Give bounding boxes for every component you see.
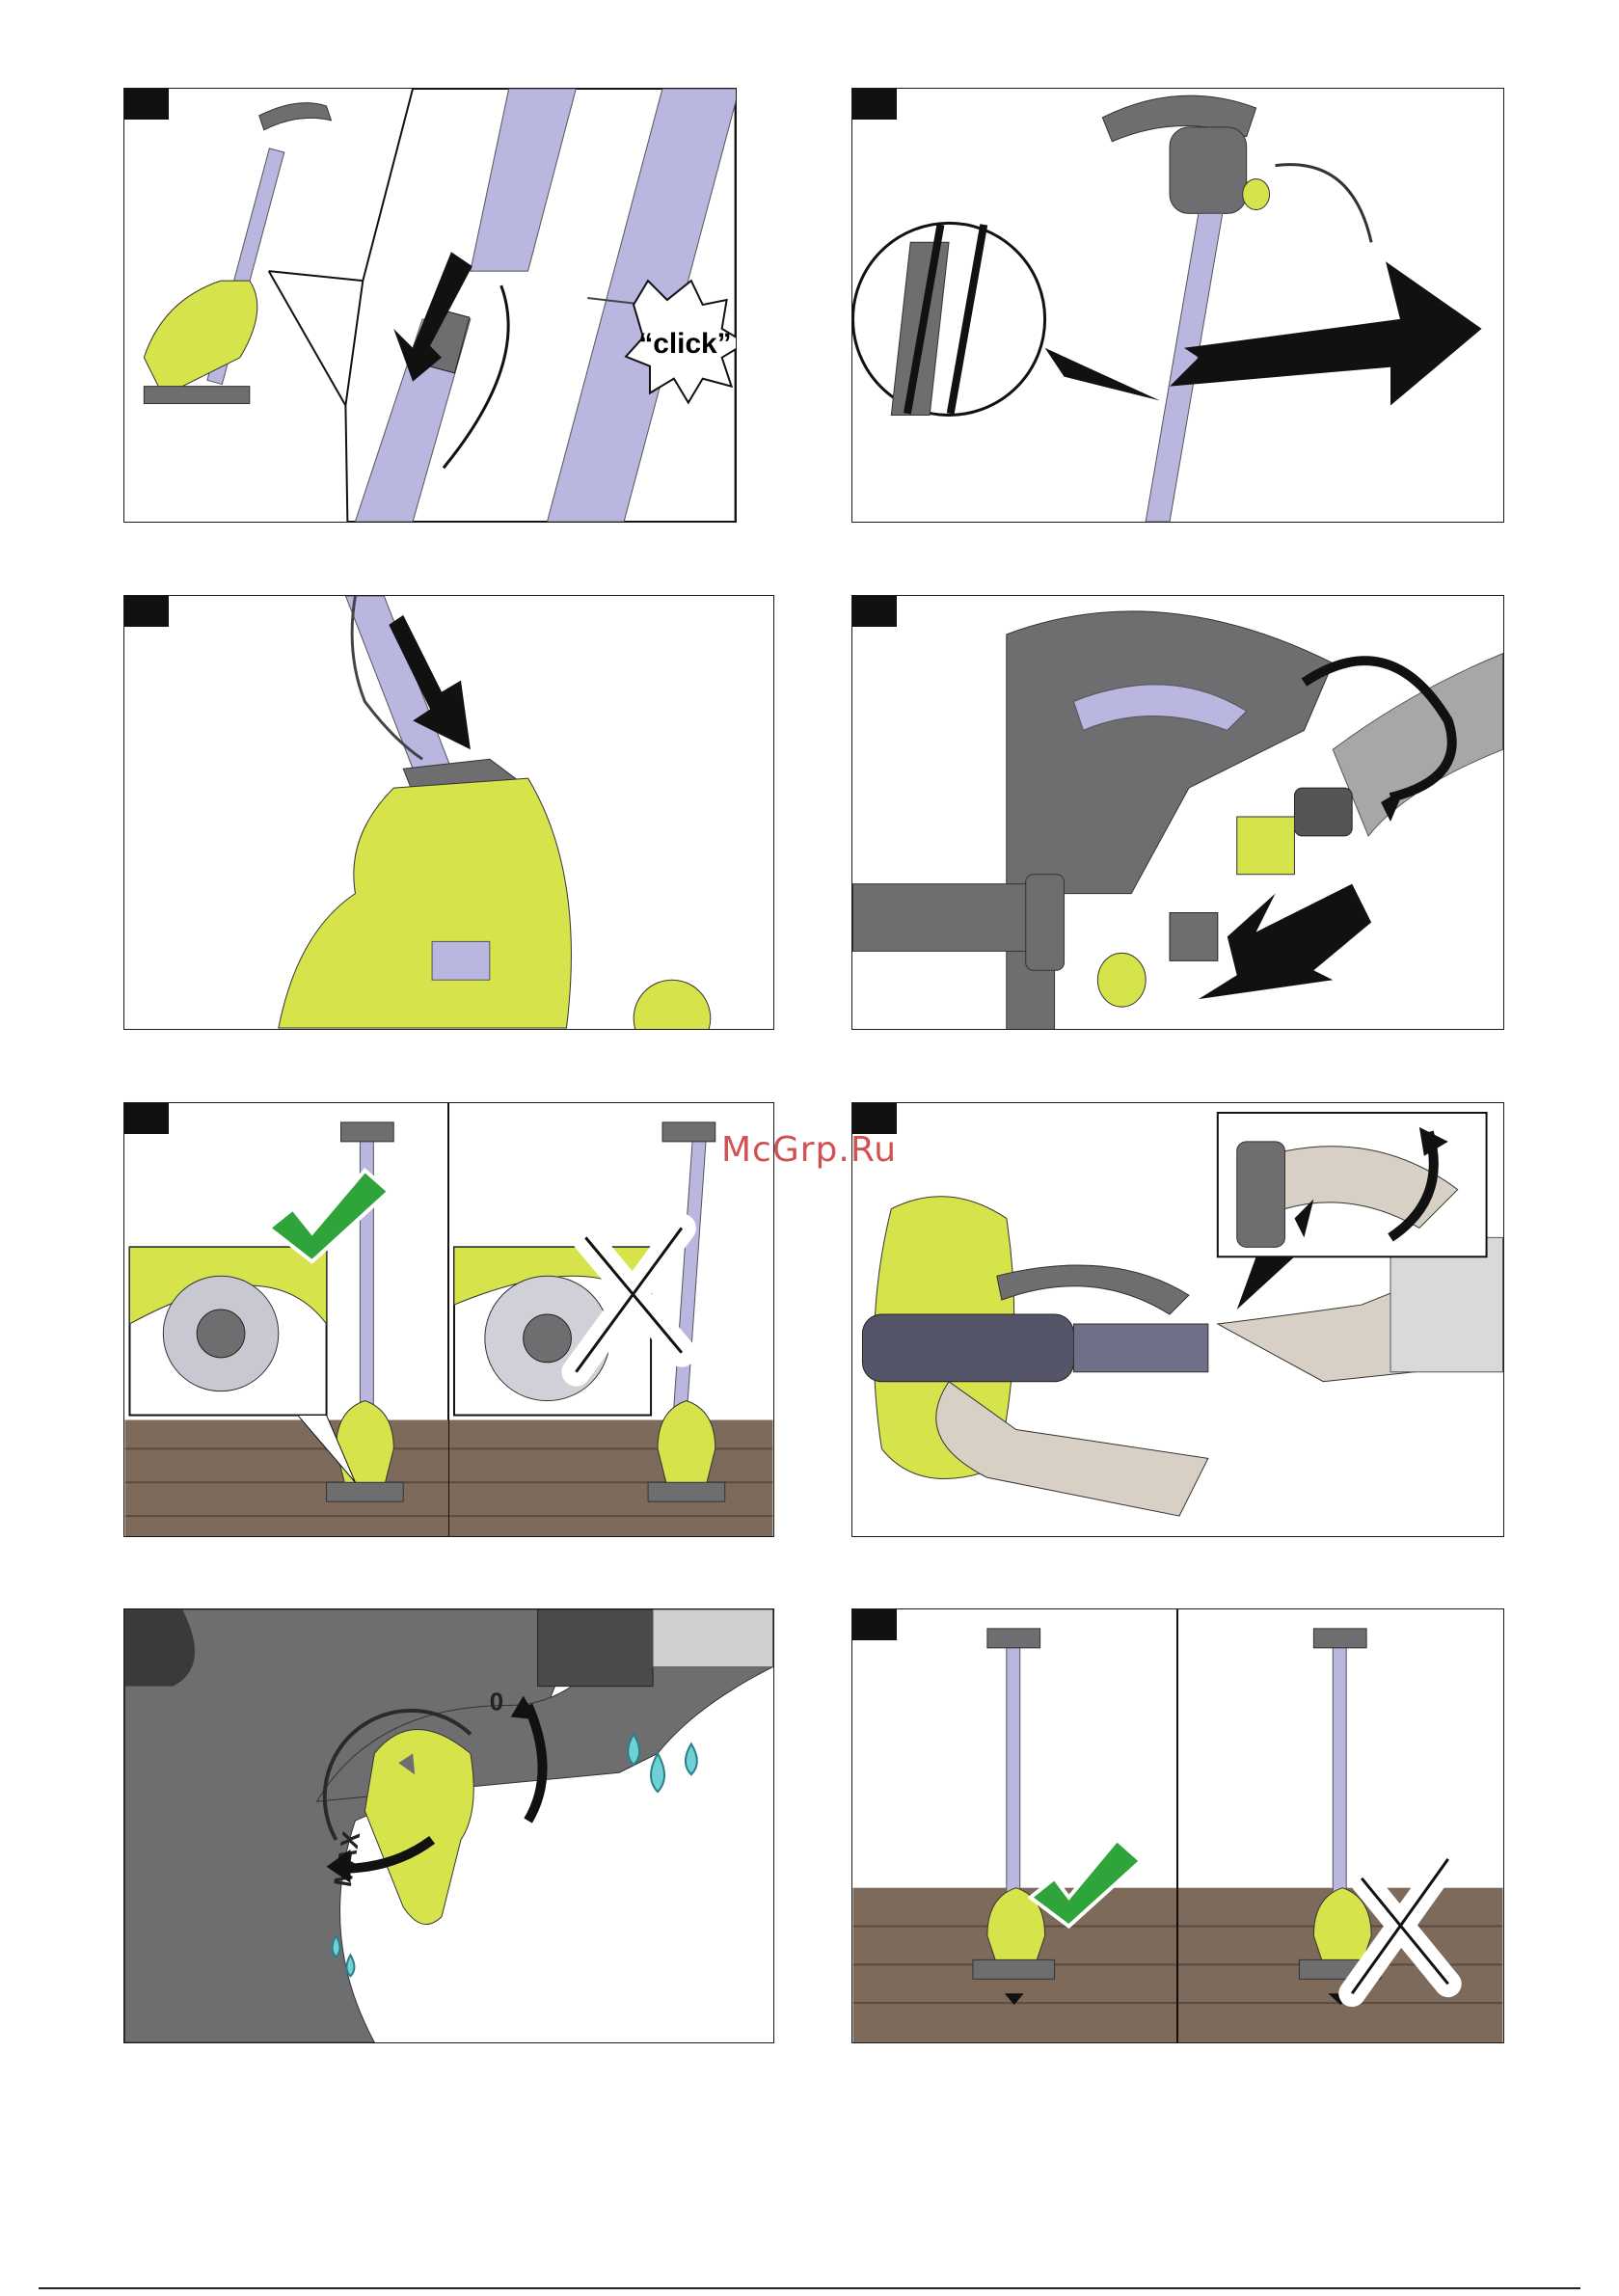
figure-5-panel — [123, 1102, 774, 1537]
click-callout-text: “click” — [638, 328, 731, 360]
dial-zero-label: 0 — [490, 1689, 503, 1716]
figure-7-panel: MAX 0 — [123, 1608, 774, 2043]
figure-3-illustration — [124, 596, 773, 1029]
figure-3-panel — [123, 595, 774, 1030]
figure-8-illustration — [852, 1609, 1503, 2042]
figure-4-illustration — [852, 596, 1503, 1029]
figure-4-panel — [851, 595, 1504, 1030]
figure-5-illustration — [124, 1103, 773, 1536]
watermark-text: McGrp.Ru — [721, 1130, 897, 1170]
figure-1-panel: “click” — [123, 88, 737, 523]
footer-rule — [39, 2287, 1580, 2289]
figure-8-panel — [851, 1608, 1504, 2043]
figure-2-illustration — [852, 89, 1503, 522]
figure-6-illustration — [852, 1103, 1503, 1536]
dial-knob — [364, 1729, 473, 1924]
figure-7-illustration: MAX 0 — [124, 1609, 773, 2042]
figure-6-panel — [851, 1102, 1504, 1537]
figure-2-panel — [851, 88, 1504, 523]
figure-1-illustration: “click” — [124, 89, 736, 522]
